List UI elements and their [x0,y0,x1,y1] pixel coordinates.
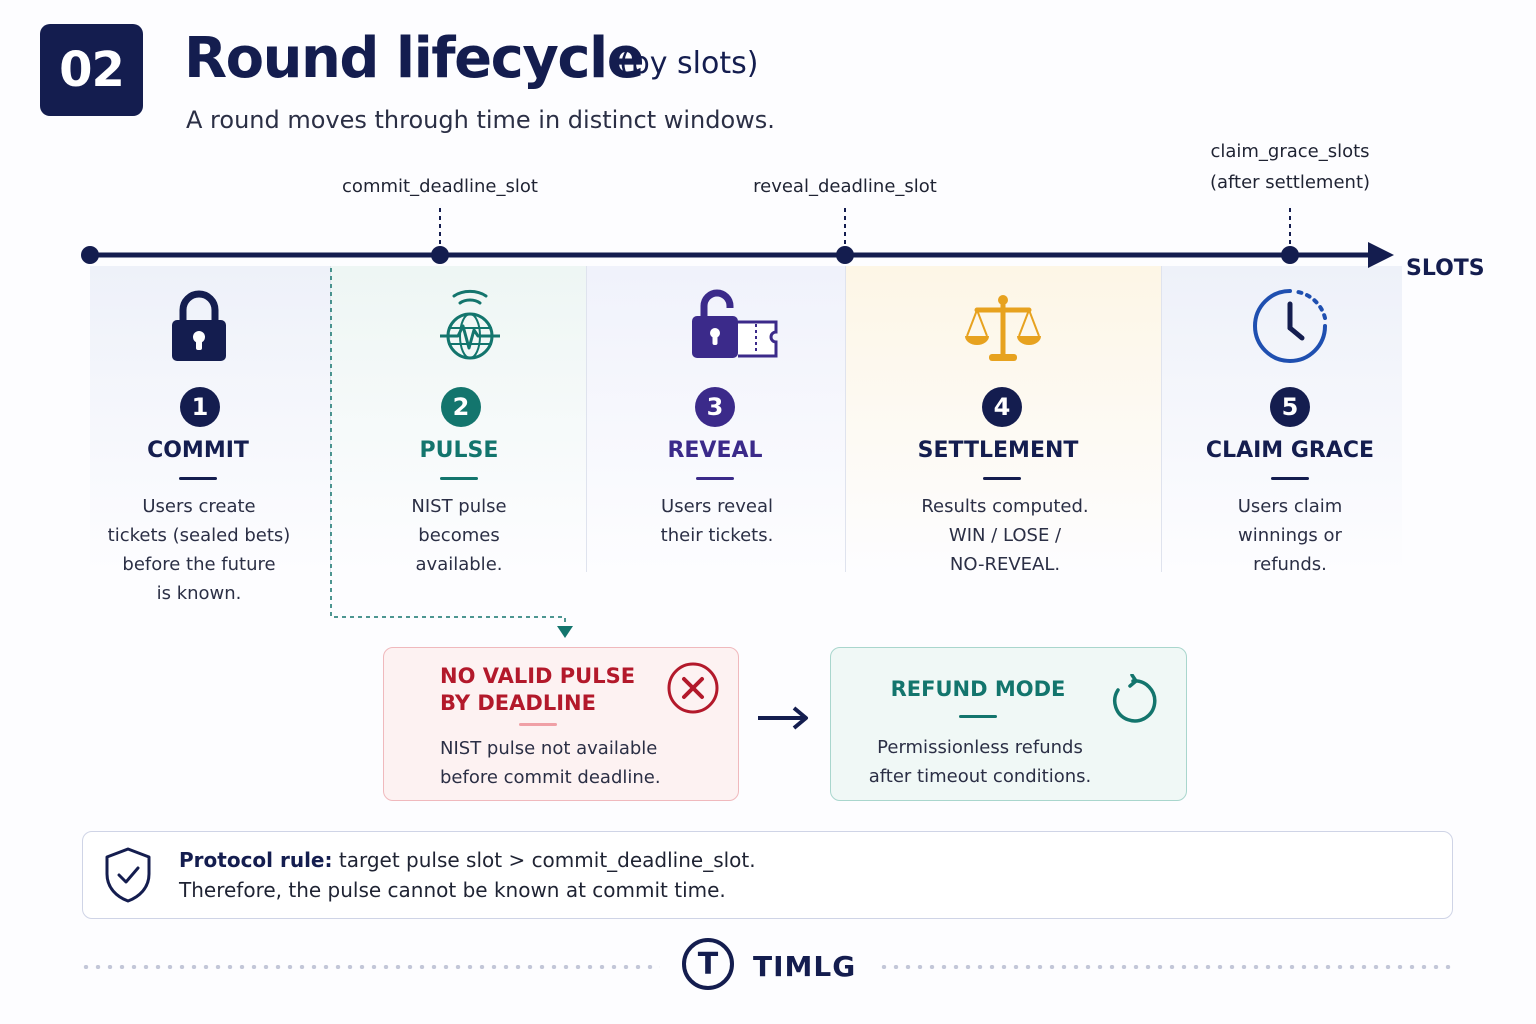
phase-desc-reveal: Users reveal their tickets. [617,492,817,550]
timeline-start-dot [81,246,99,264]
unlock-ticket-icon [692,289,778,358]
timlg-logo-letter: T [697,946,719,982]
phase-number-1: 1 [180,387,220,427]
phase-number-2: 2 [441,387,481,427]
marker-label-claim-grace: claim_grace_slots [1210,141,1370,162]
clock-icon [1253,289,1327,363]
phase-underline [1271,477,1309,480]
phase-number-3: 3 [695,387,735,427]
reveal-deadline-dot [836,246,854,264]
protocol-rule-box [82,831,1453,919]
lock-icon [172,290,226,361]
protocol-rule-text: target pulse slot > commit_deadline_slot… [332,848,756,872]
protocol-rule-line1: Protocol rule: target pulse slot > commi… [179,848,756,872]
desc-line: becomes [418,525,500,546]
protocol-rule-label: Protocol rule: [179,848,333,872]
phase-number-5: 5 [1270,387,1310,427]
refund-mode-desc-line1: Permissionless refunds [877,737,1083,758]
failure-underline [519,723,557,726]
footer-divider-left [80,965,660,969]
desc-line: NIST pulse [411,496,507,517]
section-number-badge: 02 [40,24,143,116]
phase-desc-claim-grace: Users claim winnings or refunds. [1190,492,1390,579]
desc-line: NO-REVEAL. [949,554,1061,575]
phase-number-4: 4 [982,387,1022,427]
phase-desc-commit: Users create tickets (sealed bets) befor… [90,492,308,608]
desc-line: Results computed. [921,496,1089,517]
desc-line: Users claim [1237,496,1343,517]
page-subtitle: A round moves through time in distinct w… [186,106,775,134]
marker-label-claim-grace-note: (after settlement) [1209,172,1371,193]
desc-line: tickets (sealed bets) [107,525,291,546]
protocol-rule-line2: Therefore, the pulse cannot be known at … [179,878,726,902]
desc-line: winnings or [1238,525,1342,546]
phase-divider [845,266,846,572]
phase-underline [983,477,1021,480]
brand-name: TIMLG [753,950,857,983]
globe-pulse-icon [440,289,500,360]
refund-mode-title: REFUND MODE [890,677,1066,701]
phase-title-commit: COMMIT [147,438,249,463]
refund-mode-box [830,647,1187,801]
no-valid-pulse-desc-line2: before commit deadline. [440,767,661,788]
desc-line: refunds. [1253,554,1327,575]
commit-deadline-dot [431,246,449,264]
phase-underline [696,477,734,480]
desc-line: available. [415,554,503,575]
phase-title-reveal: REVEAL [667,438,763,463]
phase-title-claim-grace: CLAIM GRACE [1205,438,1375,463]
phase-divider [1161,266,1162,572]
phase-desc-pulse: NIST pulse becomes available. [359,492,559,579]
no-valid-pulse-title-line1: NO VALID PULSE [440,664,636,688]
marker-label-commit-deadline: commit_deadline_slot [342,176,538,197]
timeline-axis [81,208,1394,638]
phase-underline [179,477,217,480]
page-title-suffix: (by slots) [619,46,759,81]
axis-label-slots: SLOTS [1406,256,1485,281]
shield-check-icon [105,847,151,903]
phase-title-pulse: PULSE [419,438,499,463]
phase-title-settlement: SETTLEMENT [917,438,1079,463]
no-valid-pulse-title-line2: BY DEADLINE [440,691,596,715]
arrow-right-icon [758,706,808,730]
desc-line: Users create [142,496,256,517]
desc-line: is known. [156,583,242,604]
phase-divider [330,266,331,572]
marker-label-reveal-deadline: reveal_deadline_slot [753,176,937,197]
no-valid-pulse-box [383,647,739,801]
phase-underline [440,477,478,480]
refresh-icon [1113,674,1157,723]
refund-underline [959,715,997,718]
desc-line: before the future [122,554,276,575]
claim-grace-dot [1281,246,1299,264]
no-valid-pulse-desc-line1: NIST pulse not available [440,738,658,759]
scales-icon [965,295,1041,361]
desc-line: WIN / LOSE / [948,525,1062,546]
x-circle-icon [667,662,719,714]
footer-divider-right [878,965,1456,969]
refund-mode-desc-line2: after timeout conditions. [868,766,1092,787]
phase-desc-settlement: Results computed. WIN / LOSE / NO-REVEAL… [890,492,1120,579]
timlg-logo: T [682,938,734,990]
page-title: Round lifecycle [184,26,645,91]
desc-line: their tickets. [660,525,774,546]
desc-line: Users reveal [661,496,773,517]
phase-divider [586,266,587,572]
